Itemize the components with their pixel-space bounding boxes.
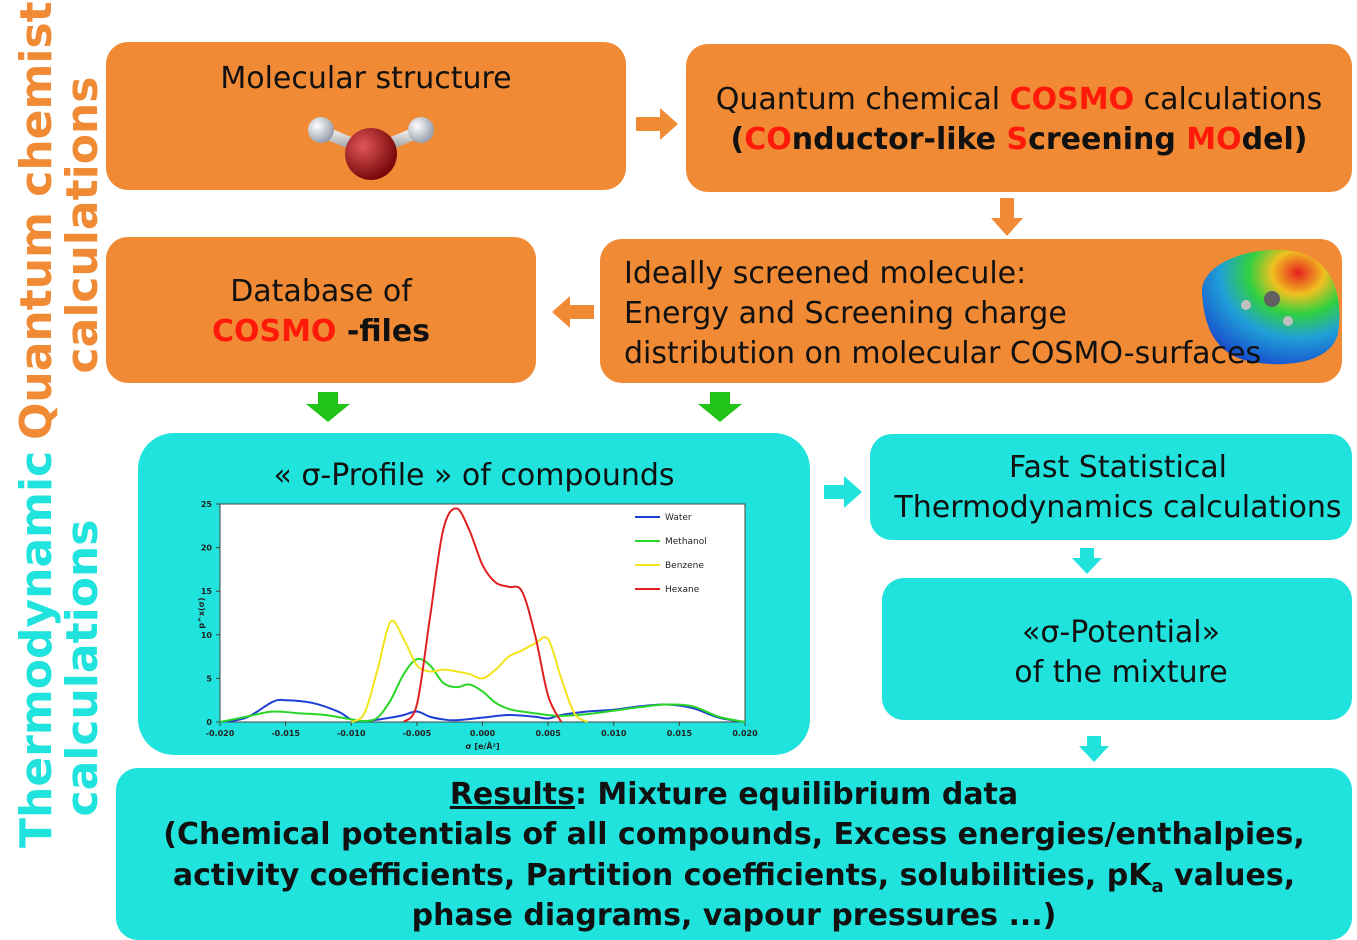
molecular-structure-label: Molecular structure	[220, 61, 512, 96]
results-line4: phase diagrams, vapour pressures ...)	[411, 898, 1057, 933]
y-tick-label: 0	[206, 718, 212, 727]
x-tick-label: -0.005	[403, 729, 432, 738]
arrow-right-icon	[636, 108, 678, 140]
legend-label: Water	[665, 513, 692, 523]
sigma-potential-line2: of the mixture	[1014, 655, 1228, 690]
y-tick-label: 20	[201, 544, 213, 553]
screened-line3: distribution on molecular COSMO-surfaces	[624, 336, 1262, 371]
screened-line2: Energy and Screening charge	[624, 296, 1067, 331]
y-tick-label: 15	[201, 587, 213, 596]
molecular-structure-box: Molecular structure	[106, 42, 626, 190]
screened-line1: Ideally screened molecule:	[624, 256, 1027, 291]
fast-statistical-box: Fast Statistical Thermodynamics calculat…	[870, 434, 1352, 540]
series-line-benzene	[350, 619, 589, 723]
screened-molecule-box: Ideally screened molecule: Energy and Sc…	[600, 239, 1342, 383]
results-box: Results: Mixture equilibrium data (Chemi…	[116, 768, 1352, 940]
quantum-chemistry-side-label: Quantum chemistry calculations	[11, 0, 108, 440]
thermodynamic-side-label: Thermodynamic calculations	[11, 450, 108, 848]
sigma-potential-box: «σ-Potential» of the mixture	[882, 578, 1352, 720]
cosmo-surface-icon	[1201, 249, 1340, 365]
arrow-right-icon	[824, 476, 862, 508]
arrow-down-icon	[1079, 736, 1109, 762]
y-tick-label: 25	[201, 500, 213, 509]
x-tick-label: 0.005	[535, 729, 561, 738]
cosmo-calculations-line1: Quantum chemical COSMO calculations	[715, 82, 1323, 117]
cosmo-model-expansion: (COnductor-like Screening MOdel)	[730, 122, 1308, 157]
side-label-line1: Thermodynamic	[11, 450, 62, 848]
cosmo-calculations-box: Quantum chemical COSMO calculations (COn…	[686, 44, 1352, 192]
arrow-down-icon	[698, 392, 742, 422]
side-label-line2: calculations	[57, 519, 108, 817]
side-label-line2: calculations	[57, 76, 108, 374]
x-tick-label: 0.020	[732, 729, 758, 738]
database-line1: Database of	[230, 274, 412, 309]
x-tick-label: -0.010	[337, 729, 366, 738]
x-tick-label: -0.020	[206, 729, 235, 738]
results-line2: (Chemical potentials of all compounds, E…	[163, 817, 1305, 852]
sigma-potential-line1: «σ-Potential»	[1022, 615, 1220, 650]
y-tick-label: 5	[206, 674, 212, 683]
y-axis-label: p^x(σ)	[197, 597, 206, 628]
arrow-down-icon	[1072, 548, 1102, 574]
arrow-down-icon	[991, 198, 1023, 236]
water-molecule-icon	[308, 117, 434, 180]
sigma-profile-title: « σ-Profile » of compounds	[273, 458, 675, 493]
sigma-profile-chart: -0.020 -0.015 -0.010 -0.005 0.000 0.005 0.010 0…	[197, 500, 758, 751]
y-tick-label: 10	[201, 631, 213, 640]
arrow-down-icon	[306, 392, 350, 422]
legend-label: Benzene	[665, 561, 704, 571]
series-line-hexane	[402, 507, 563, 723]
results-line3: activity coefficients, Partition coeffic…	[172, 858, 1296, 897]
fast-statistical-line2: Thermodynamics calculations	[894, 490, 1342, 525]
database-line2: COSMO -files	[211, 314, 431, 349]
side-label-line1: Quantum chemistry	[11, 0, 62, 440]
arrow-left-icon	[552, 296, 594, 328]
x-tick-label: 0.000	[470, 729, 496, 738]
database-box: Database of COSMO -files	[106, 237, 536, 383]
x-tick-label: 0.010	[601, 729, 627, 738]
x-tick-label: 0.015	[667, 729, 693, 738]
series-line-methanol	[219, 657, 746, 723]
fast-statistical-line1: Fast Statistical	[1008, 450, 1228, 485]
x-axis-label: σ [e/Å²]	[465, 741, 499, 751]
x-tick-label: -0.015	[271, 729, 300, 738]
results-line1: Results: Mixture equilibrium data	[449, 777, 1019, 812]
legend-label: Hexane	[665, 585, 700, 595]
legend-label: Methanol	[665, 537, 707, 547]
